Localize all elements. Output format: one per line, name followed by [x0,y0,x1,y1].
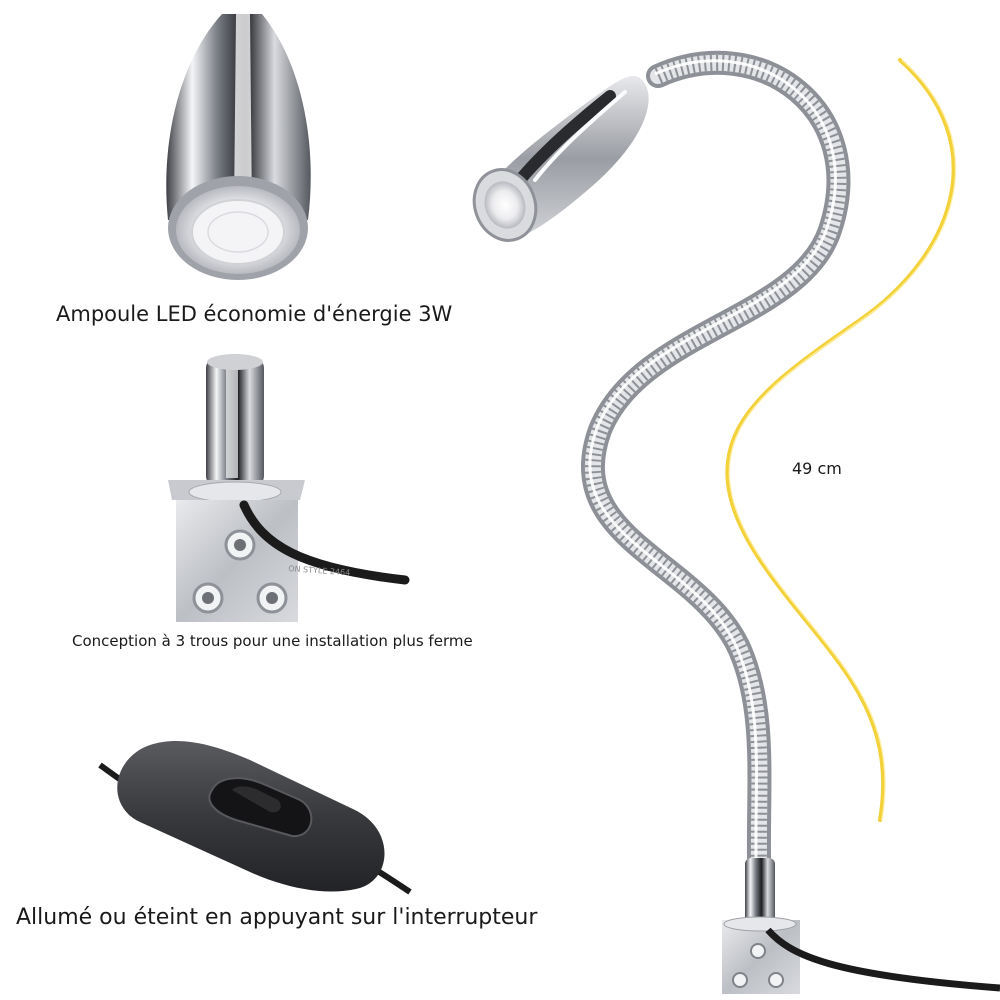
gooseneck-lamp [472,50,1000,994]
switch-caption: Allumé ou éteint en appuyant sur l'inter… [16,905,538,930]
mount-holes-caption: Conception à 3 trous pour une installati… [72,632,473,650]
mounting-bracket-closeup: ON STYLE 2464 [168,354,410,622]
length-indicator-line [725,58,957,822]
led-bulb-caption: Ampoule LED économie d'énergie 3W [56,302,453,326]
length-label: 49 cm [792,459,842,478]
inline-switch-closeup [98,740,412,895]
led-bulb-closeup [166,14,311,280]
cable-print-text: ON STYLE 2464 [288,564,351,577]
